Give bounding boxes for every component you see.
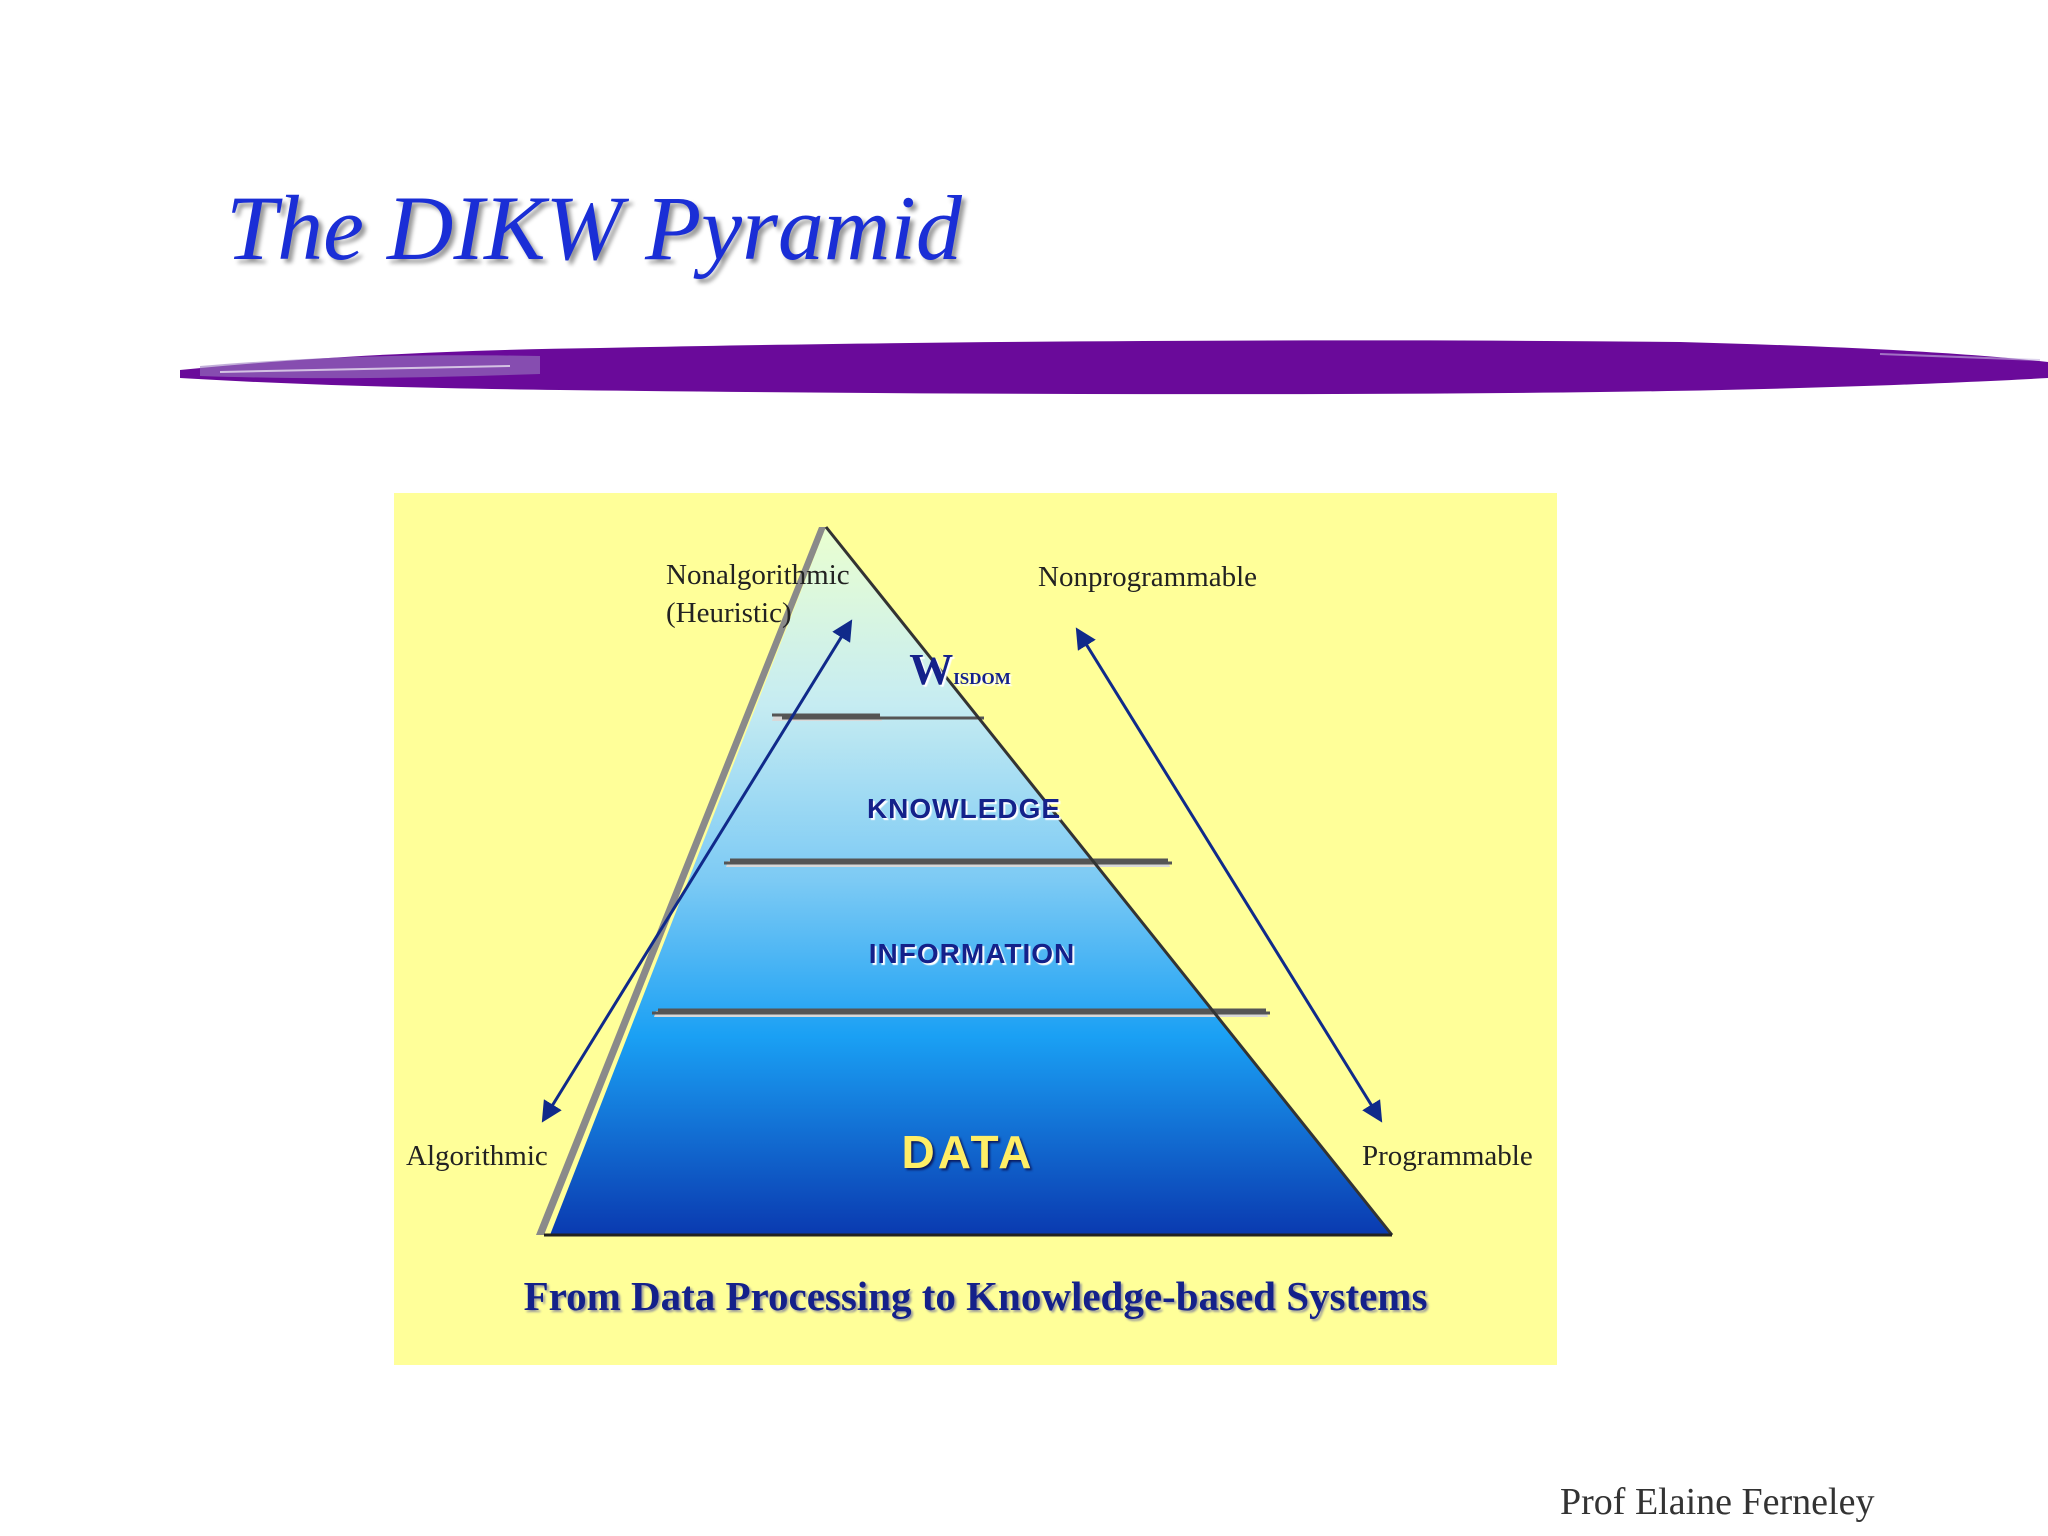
author-credit: Prof Elaine Ferneley [1560, 1481, 1875, 1523]
tier-wisdom-label: WISDOM [909, 648, 1011, 692]
nonalgorithmic-label: Nonalgorithmic [666, 559, 850, 591]
brush-stroke-divider [180, 340, 2048, 395]
tier-knowledge-label: KNOWLEDGE [866, 793, 1062, 824]
diagram-caption: From Data Processing to Knowledge-based … [523, 1273, 1428, 1319]
right-axis-bottom-label: Programmable [1362, 1140, 1533, 1172]
left-axis-arrow [541, 619, 853, 1123]
right-axis-top-label: Nonprogrammable [1038, 561, 1258, 593]
right-axis-arrow [1075, 627, 1383, 1123]
slide-title: The DIKW Pyramid [226, 177, 962, 279]
tier-data-label: DATA [901, 1126, 1035, 1178]
wisdom-rest: ISDOM [953, 669, 1011, 688]
left-axis-bottom-label: Algorithmic [406, 1140, 548, 1172]
tier-information-label: INFORMATION [868, 938, 1076, 969]
heuristic-label: (Heuristic) [666, 596, 792, 629]
pyramid-graphic [536, 526, 1394, 1237]
dikw-diagram: Nonalgorithmic (Heuristic) Nonprogrammab… [394, 493, 1557, 1365]
left-axis-top-label: Nonalgorithmic (Heuristic) [666, 557, 850, 632]
wisdom-initial: W [909, 645, 954, 694]
